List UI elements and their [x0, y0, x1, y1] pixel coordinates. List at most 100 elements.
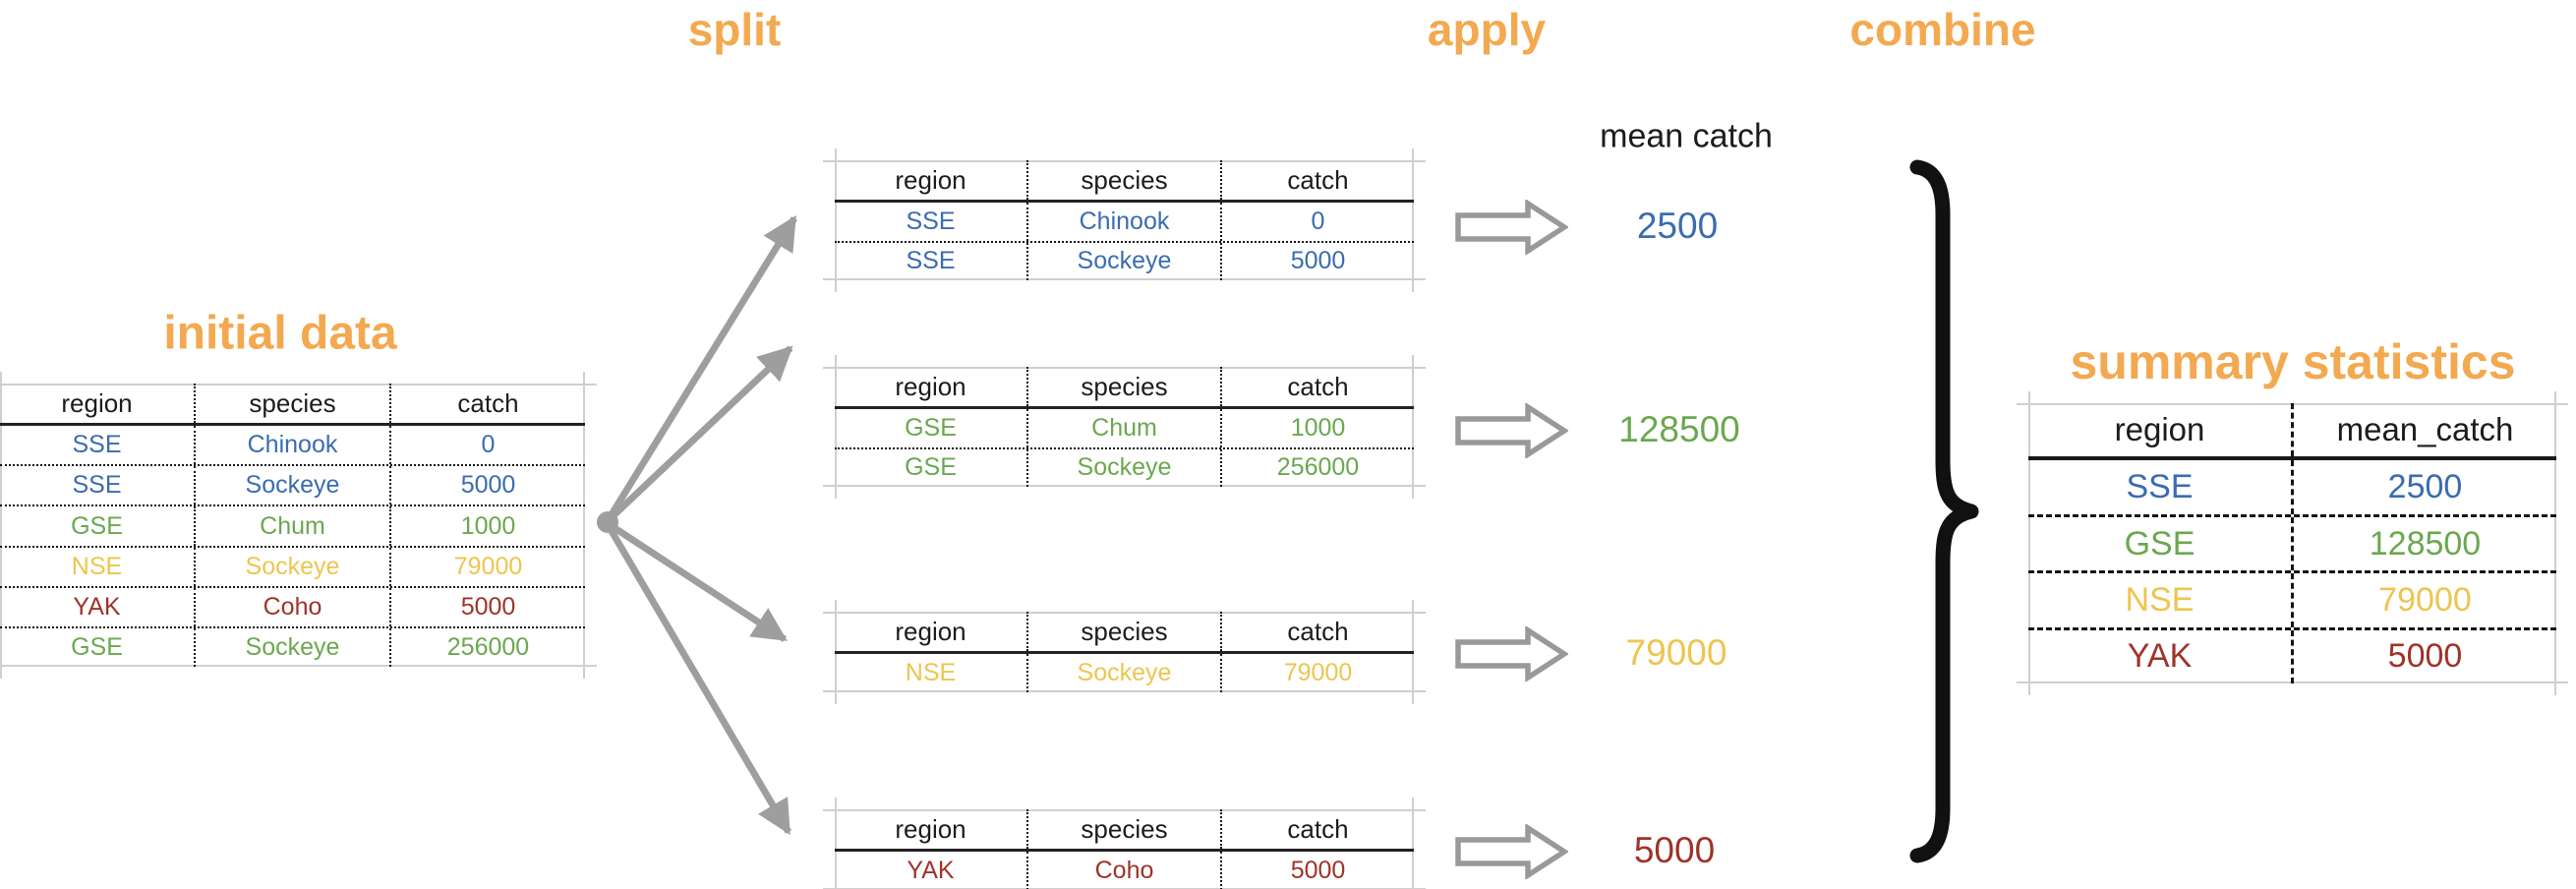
- table-row: NSE 79000: [2028, 570, 2556, 627]
- table-cell: GSE: [835, 448, 1028, 487]
- table-cell: SSE: [835, 242, 1028, 280]
- apply-arrow-1: [1455, 200, 1568, 255]
- column-header: catch: [1287, 616, 1349, 646]
- table-cell: 0: [1311, 207, 1325, 235]
- table-cell: 5000: [2387, 637, 2463, 676]
- table-cell: Coho: [1028, 852, 1222, 889]
- apply-arrow-4: [1455, 824, 1568, 879]
- table-header-row: region mean_catch: [2028, 403, 2556, 461]
- table-gridline: [835, 148, 837, 292]
- column-header: species: [1028, 160, 1222, 201]
- table-cell: Chum: [1028, 409, 1222, 447]
- table-gridline: [823, 160, 1426, 162]
- column-header: region: [835, 160, 1028, 201]
- table-cell: Coho: [196, 587, 391, 626]
- table-cell: YAK: [2028, 629, 2294, 684]
- column-header: catch: [1287, 813, 1349, 844]
- table-cell: NSE: [2028, 573, 2294, 627]
- table-gridline: [2028, 391, 2030, 695]
- table-cell: 256000: [446, 632, 530, 661]
- column-header: region: [835, 367, 1028, 407]
- apply-arrow-3: [1455, 626, 1568, 682]
- column-header: catch: [1287, 371, 1349, 401]
- table-cell: 256000: [1276, 453, 1360, 482]
- table-cell: 2500: [2387, 468, 2463, 506]
- table-gridline: [583, 372, 585, 679]
- column-header: region: [835, 809, 1028, 850]
- column-header: region: [835, 612, 1028, 652]
- table-row: YAK 5000: [2028, 626, 2556, 684]
- table-cell: GSE: [2028, 516, 2294, 571]
- table-cell: Chinook: [1028, 203, 1222, 241]
- table-gridline: [823, 690, 1426, 692]
- table-cell: Sockeye: [196, 547, 391, 586]
- initial-data-title: initial data: [163, 307, 397, 360]
- column-header: species: [1028, 367, 1222, 407]
- table-gridline: [0, 372, 2, 679]
- column-header: species: [1028, 612, 1222, 652]
- table-cell: YAK: [835, 852, 1028, 889]
- table-cell: GSE: [835, 409, 1028, 447]
- table-gridline: [835, 355, 837, 499]
- column-header: catch: [1287, 164, 1349, 195]
- table-gridline: [2554, 391, 2556, 695]
- mean-catch-value-nse: 79000: [1625, 632, 1727, 673]
- table-cell: GSE: [0, 506, 196, 546]
- column-header: catch: [457, 387, 519, 418]
- split-origin-dot: [597, 511, 618, 533]
- table-gridline: [835, 798, 837, 889]
- mean-catch-value-sse: 2500: [1636, 206, 1719, 246]
- table-cell: SSE: [2028, 460, 2294, 514]
- stage-label-split: split: [687, 4, 782, 55]
- table-cell: Sockeye: [196, 466, 391, 505]
- table-cell: 1000: [460, 511, 516, 540]
- table-gridline: [0, 665, 597, 667]
- apply-arrow-2: [1455, 403, 1568, 458]
- table-cell: 79000: [453, 552, 523, 580]
- summary-statistics-title: summary statistics: [2070, 334, 2516, 389]
- table-gridline: [0, 384, 597, 385]
- table-cell: 5000: [460, 592, 516, 621]
- table-cell: 0: [481, 431, 496, 459]
- combine-brace: [1909, 159, 1979, 863]
- table-gridline: [1412, 148, 1414, 292]
- table-cell: SSE: [0, 466, 196, 505]
- table-cell: 79000: [2378, 580, 2472, 619]
- mean-catch-value-yak: 5000: [1633, 830, 1716, 870]
- table-cell: GSE: [0, 627, 196, 668]
- table-gridline: [823, 485, 1426, 487]
- table-gridline: [1412, 798, 1414, 889]
- table-cell: 79000: [1283, 659, 1353, 687]
- column-header: mean_catch: [2336, 411, 2514, 448]
- table-cell: 5000: [460, 471, 516, 500]
- column-header: species: [1028, 809, 1222, 850]
- stage-label-apply: apply: [1427, 4, 1547, 55]
- column-header: region: [2028, 403, 2294, 457]
- table-gridline: [823, 367, 1426, 369]
- table-cell: Chum: [196, 506, 391, 546]
- table-gridline: [823, 809, 1426, 811]
- table-cell: YAK: [0, 587, 196, 626]
- table-cell: Sockeye: [1028, 242, 1222, 280]
- table-cell: 5000: [1290, 857, 1346, 885]
